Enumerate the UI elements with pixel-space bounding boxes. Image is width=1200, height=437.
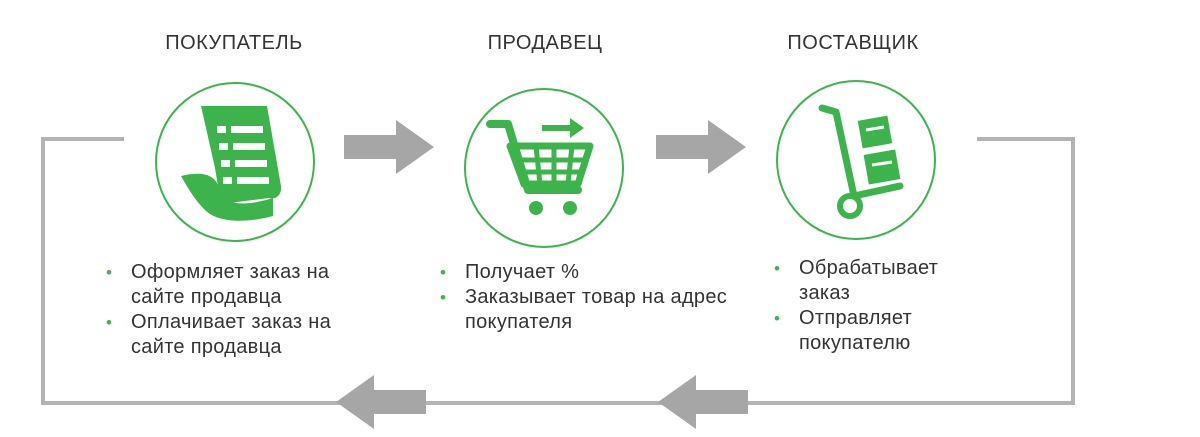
seller-bullets: Получает % Заказывает товар на адрес пок… xyxy=(440,260,730,335)
arrow-buyer-to-seller xyxy=(344,120,434,174)
buyer-title: ПОКУПАТЕЛЬ xyxy=(165,32,303,54)
list-item: Получает % xyxy=(440,260,730,285)
list-item: Обрабатывает заказ xyxy=(774,256,994,306)
list-item: Отправляет покупателю xyxy=(774,306,994,356)
seller-title: ПРОДАВЕЦ xyxy=(487,32,603,54)
order-document-icon xyxy=(181,106,282,221)
arrow-return-right xyxy=(658,375,748,429)
seller-circle xyxy=(464,88,624,248)
hand-truck-boxes-icon xyxy=(818,104,904,219)
list-item: Заказывает товар на адрес покупателя xyxy=(440,285,730,335)
buyer-bullets: Оформляет заказ на сайте продавца Оплачи… xyxy=(106,260,386,360)
shopping-cart-icon xyxy=(486,118,594,215)
list-item: Оплачивает заказ на сайте продавца xyxy=(106,310,386,360)
supplier-circle xyxy=(776,80,936,240)
supplier-title: ПОСТАВЩИК xyxy=(787,32,919,54)
list-item: Оформляет заказ на сайте продавца xyxy=(106,260,386,310)
arrow-return-left xyxy=(336,375,426,429)
supplier-bullets: Обрабатывает заказ Отправляет покупателю xyxy=(774,256,994,356)
buyer-circle xyxy=(155,82,315,242)
arrow-seller-to-supplier xyxy=(656,120,746,174)
